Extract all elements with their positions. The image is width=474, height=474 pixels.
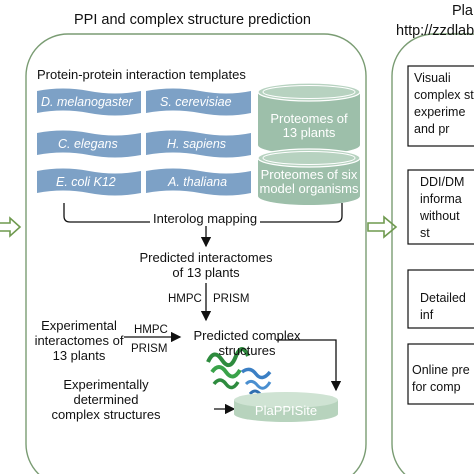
species-label: A. thaliana [168, 175, 228, 189]
left-panel-border [25, 33, 367, 474]
predicted-complex-label: Predicted complex structures [193, 328, 301, 358]
method-hmpc-2: HMPC [134, 324, 168, 336]
right-box-2-text: DDI/DM informa without st [420, 175, 465, 240]
flag-a-thaliana [146, 168, 251, 196]
right-panel-boxes [407, 65, 474, 405]
species-flags [37, 88, 251, 196]
flag-c-elegans [37, 130, 141, 158]
experimentally-determined-label: Experimentally determined complex struct… [51, 377, 161, 422]
arrow-cylinder-to-database [276, 339, 342, 392]
right-box-2 [407, 169, 474, 245]
species-label: S. cerevisiae [160, 95, 232, 109]
right-box-1-text: Visuali complex st experime and pr [414, 71, 474, 136]
experimental-interactomes-label: Experimental interactomes of 13 plants [34, 318, 124, 363]
species-label: H. sapiens [167, 137, 227, 151]
right-panel-title: Pla [452, 3, 473, 19]
flag-s-cerevisiae [146, 88, 251, 116]
cylinder-proteomes-13 [257, 82, 361, 154]
right-box-4-text: Online pre for comp [412, 363, 470, 394]
right-panel-url: http://zzdlab [396, 23, 474, 39]
right-panel-border [391, 33, 474, 474]
flag-h-sapiens [146, 130, 251, 158]
database-cylinder [234, 392, 338, 422]
proteomes-13-label: Proteomes of 13 plants [270, 111, 348, 140]
species-label: D. melanogaster [41, 95, 133, 109]
method-prism-1: PRISM [213, 293, 250, 305]
right-box-1 [407, 65, 474, 147]
method-prism-2: PRISM [131, 343, 168, 355]
protein-structure-image [206, 347, 272, 396]
templates-heading: Protein-protein interaction templates [37, 67, 246, 82]
species-label: E. coli K12 [56, 175, 116, 189]
left-panel-title: PPI and complex structure prediction [74, 12, 311, 28]
flag-e-coli [37, 168, 141, 196]
database-label: PlaPPISite [254, 403, 318, 418]
right-box-3-text: Detailed inf [420, 291, 466, 322]
flag-d-melanogaster [37, 88, 141, 116]
panel-link-arrow [367, 215, 398, 239]
left-entry-arrow [0, 216, 22, 238]
proteomes-six-label: Proteomes of six model organisms [259, 167, 359, 196]
right-box-4 [407, 343, 474, 405]
species-label: C. elegans [58, 137, 118, 151]
method-hmpc-1: HMPC [168, 293, 202, 305]
cylinder-proteomes-six [257, 148, 361, 205]
predicted-interactomes-label: Predicted interactomes of 13 plants [139, 250, 273, 280]
interolog-mapping-label: Interolog mapping [150, 211, 261, 226]
right-box-3 [407, 269, 474, 329]
